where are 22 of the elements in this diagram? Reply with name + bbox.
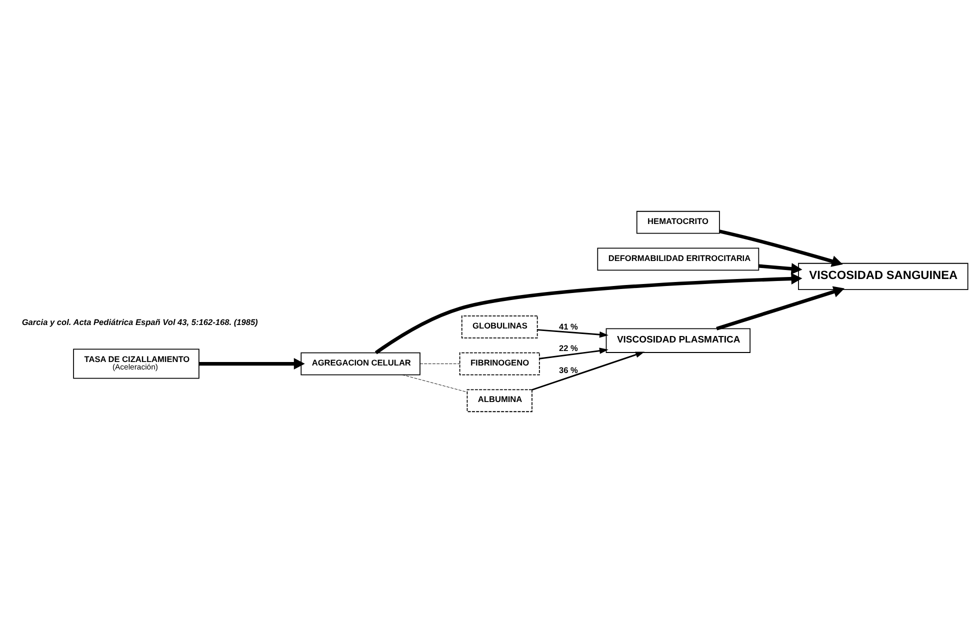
edge-label: 22 % [559, 342, 578, 352]
node-box: ALBUMINA [466, 388, 532, 412]
node-box: DEFORMABILIDAD ERITROCITARIA [597, 247, 760, 270]
edge-label: 36 % [559, 364, 578, 374]
arrow [539, 347, 608, 359]
node-box: FIBRINOGENO [459, 352, 540, 375]
arrow [374, 272, 802, 354]
node-box: GLOBULINAS [461, 315, 538, 338]
connector [402, 374, 468, 392]
label: Garcia y col. Acta Pediátrica Españ Vol 43, 5:162-168. (1985) [22, 316, 258, 326]
arrow [719, 229, 843, 266]
arrow [199, 358, 305, 370]
node-box: VISCOSIDAD SANGUINEA [798, 262, 968, 290]
arrow [532, 351, 645, 390]
connector [420, 363, 460, 364]
arrow [537, 328, 608, 338]
edge-label: 41 % [559, 320, 578, 331]
node-box: HEMATOCRITO [636, 210, 720, 234]
node-box: VISCOSIDAD PLASMATICA [606, 328, 750, 352]
arrow [716, 286, 845, 330]
arrow [758, 262, 802, 274]
node-box: AGREGACION CELULAR [300, 352, 420, 375]
